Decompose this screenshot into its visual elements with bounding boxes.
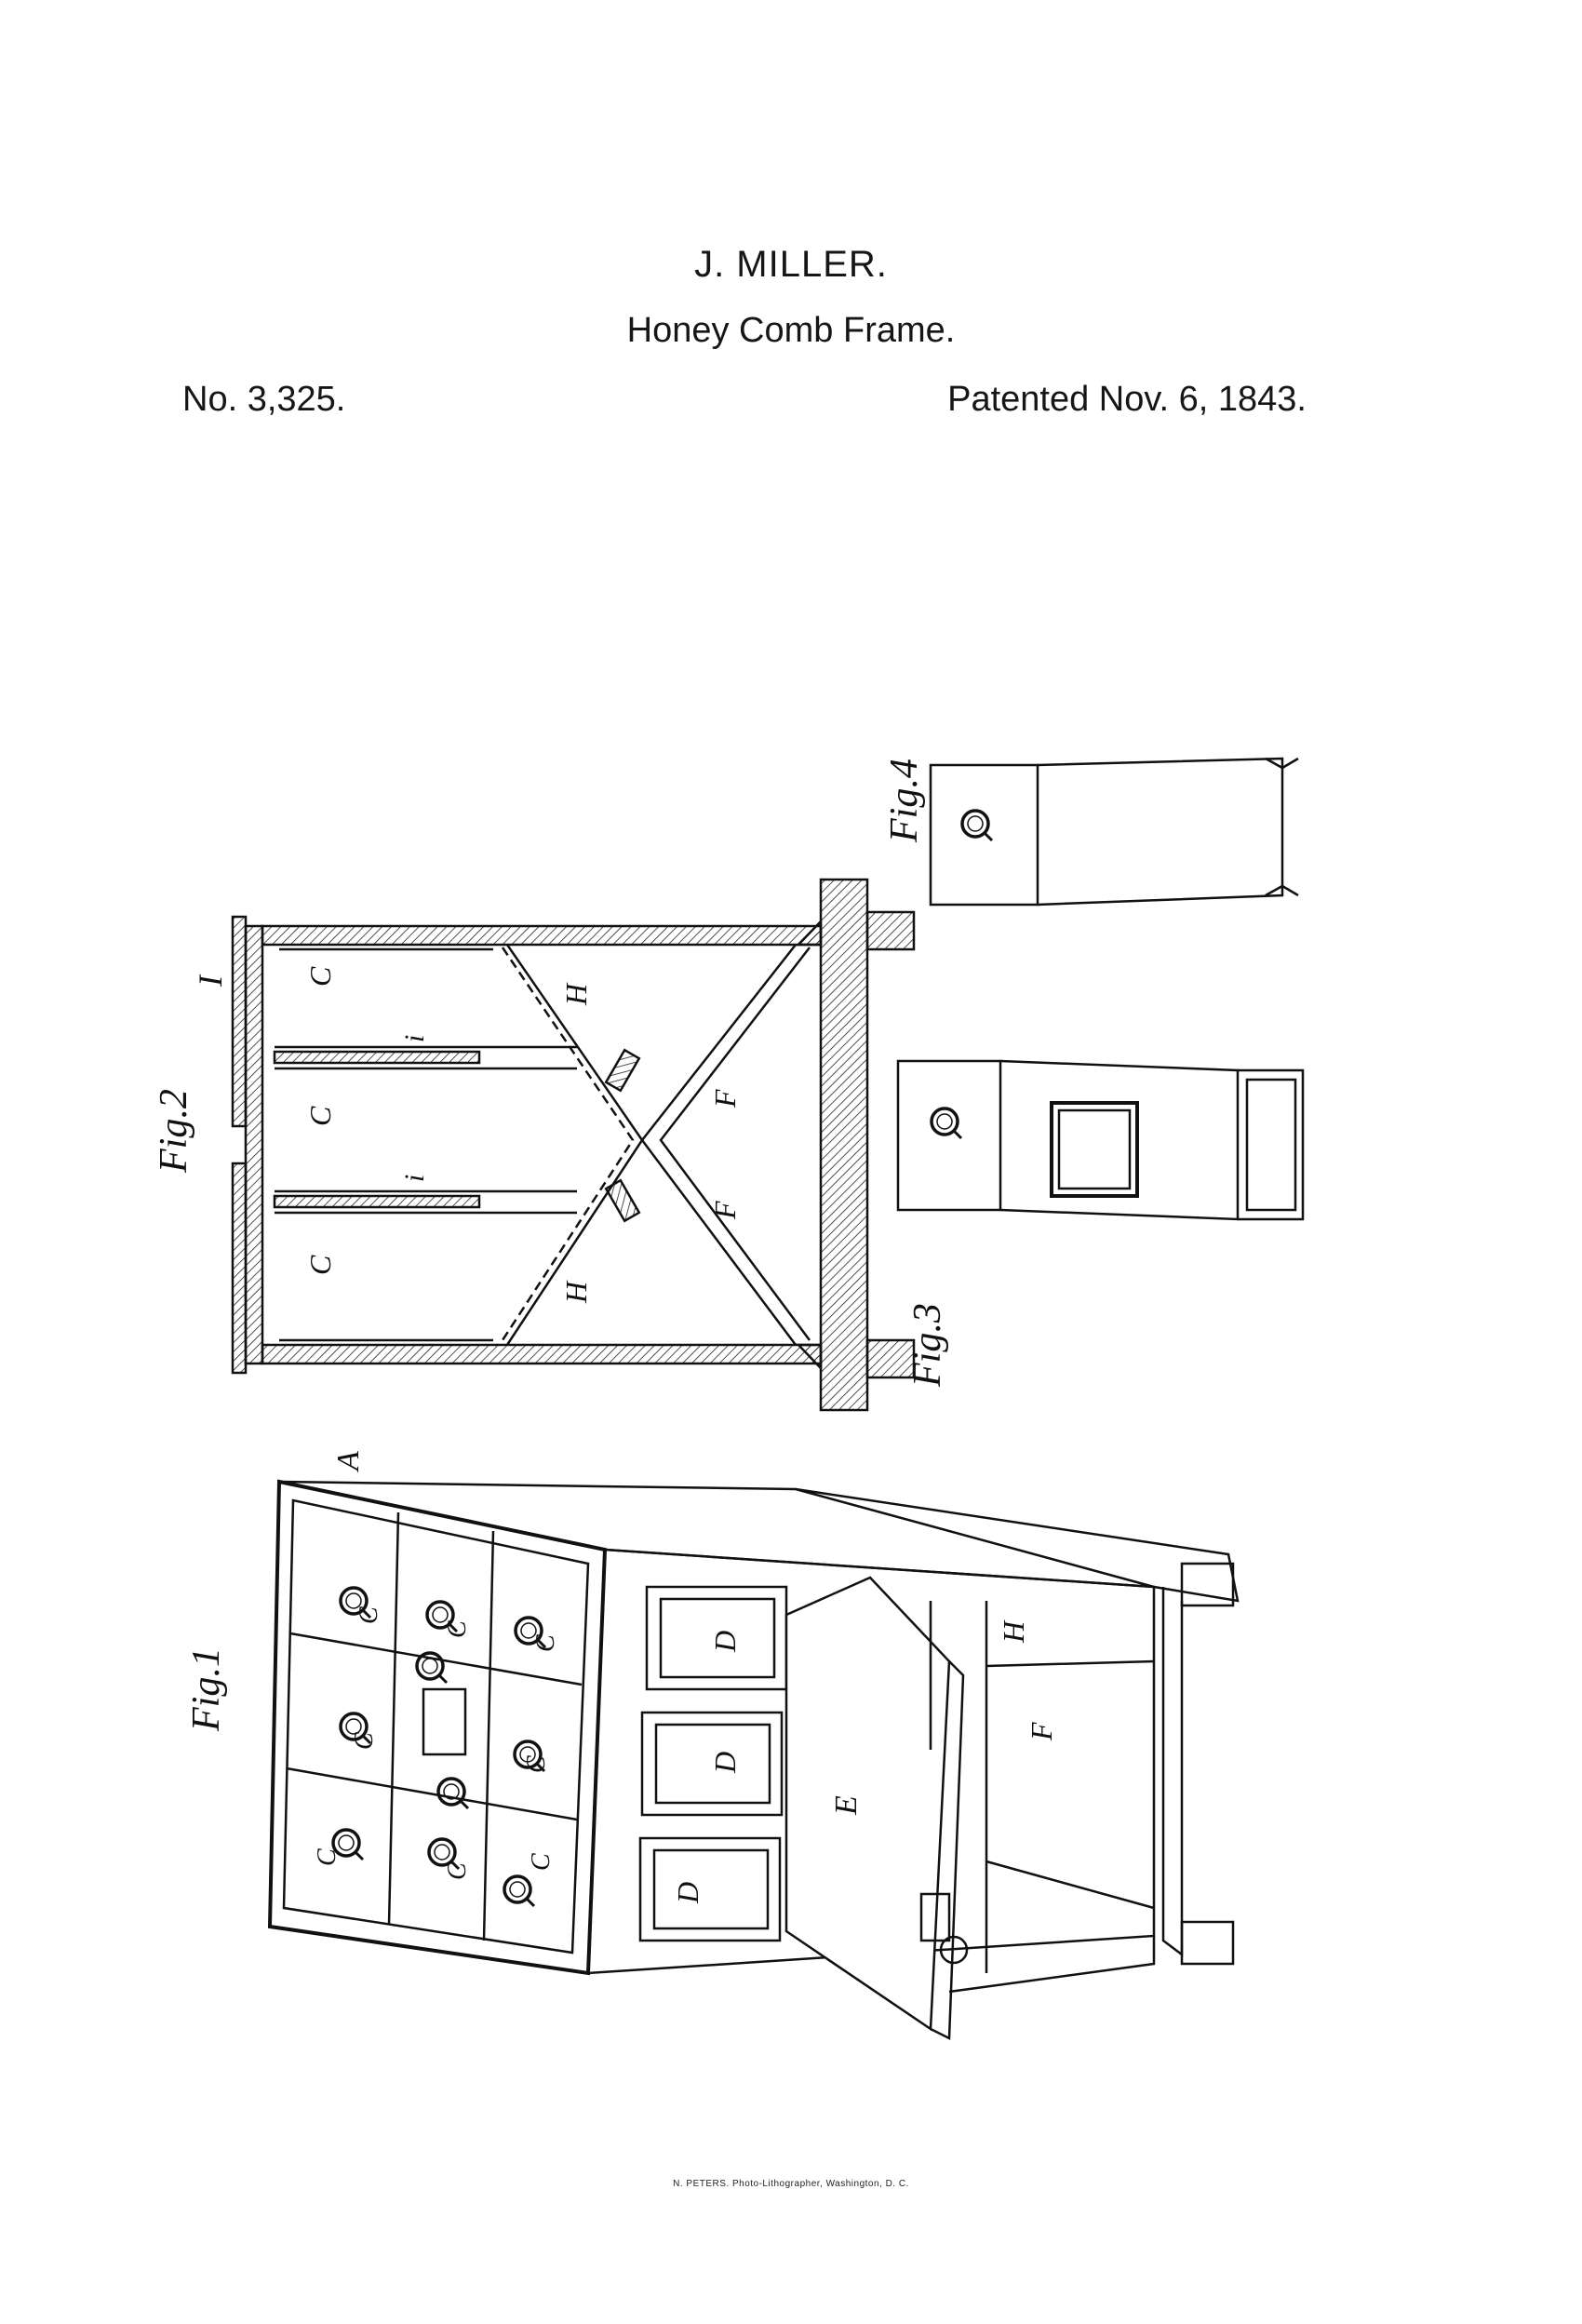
label-C-fig1-b: C <box>443 1620 472 1638</box>
label-C-fig1-d: C <box>350 1732 379 1750</box>
label-H-fig2-b: H <box>559 1280 593 1304</box>
figure-2-label: Fig.2 <box>153 1089 195 1174</box>
label-i-fig2-b: i <box>399 1175 430 1182</box>
lithographer-credit: N. PETERS. Photo-Lithographer, Washingto… <box>673 2179 909 2189</box>
label-D-a: D <box>708 1631 742 1653</box>
label-I: I <box>192 974 229 987</box>
label-C-fig2-c: C <box>303 1255 337 1275</box>
label-F-fig2-a: F <box>708 1089 742 1108</box>
label-C-fig1-c: C <box>531 1634 560 1652</box>
label-C-fig2-a: C <box>303 966 337 987</box>
label-C-fig1-e: C <box>522 1755 551 1773</box>
label-C-fig1-g: C <box>443 1862 472 1880</box>
patent-number: No. 3,325. <box>182 380 346 419</box>
label-i-fig2-a: i <box>399 1035 430 1042</box>
invention-title: Honey Comb Frame. <box>626 311 956 350</box>
label-D-c: D <box>671 1882 704 1904</box>
label-C-fig1-h: C <box>527 1853 556 1871</box>
figure-1-label: Fig.1 <box>185 1647 228 1732</box>
figure-1-hive <box>267 1479 1240 2040</box>
label-D-b: D <box>708 1752 742 1774</box>
figure-2-section <box>231 878 916 1412</box>
label-C-fig1-a: C <box>355 1606 383 1624</box>
label-F-fig1: F <box>1025 1722 1058 1741</box>
label-A: A <box>331 1451 366 1472</box>
label-H-fig1: H <box>997 1619 1030 1644</box>
figure-3-label: Fig.3 <box>906 1303 949 1388</box>
inventor-name: J. MILLER. <box>694 244 888 285</box>
patent-date: Patented Nov. 6, 1843. <box>947 380 1307 419</box>
label-E: E <box>829 1795 864 1816</box>
figure-3-box <box>896 1059 1305 1221</box>
figure-4-label: Fig.4 <box>883 759 926 843</box>
label-F-fig2-b: F <box>708 1201 742 1220</box>
label-C-fig1-f: C <box>313 1848 342 1866</box>
figure-4-box <box>929 757 1299 907</box>
label-H-fig2-a: H <box>559 982 593 1006</box>
label-C-fig2-b: C <box>303 1106 337 1126</box>
